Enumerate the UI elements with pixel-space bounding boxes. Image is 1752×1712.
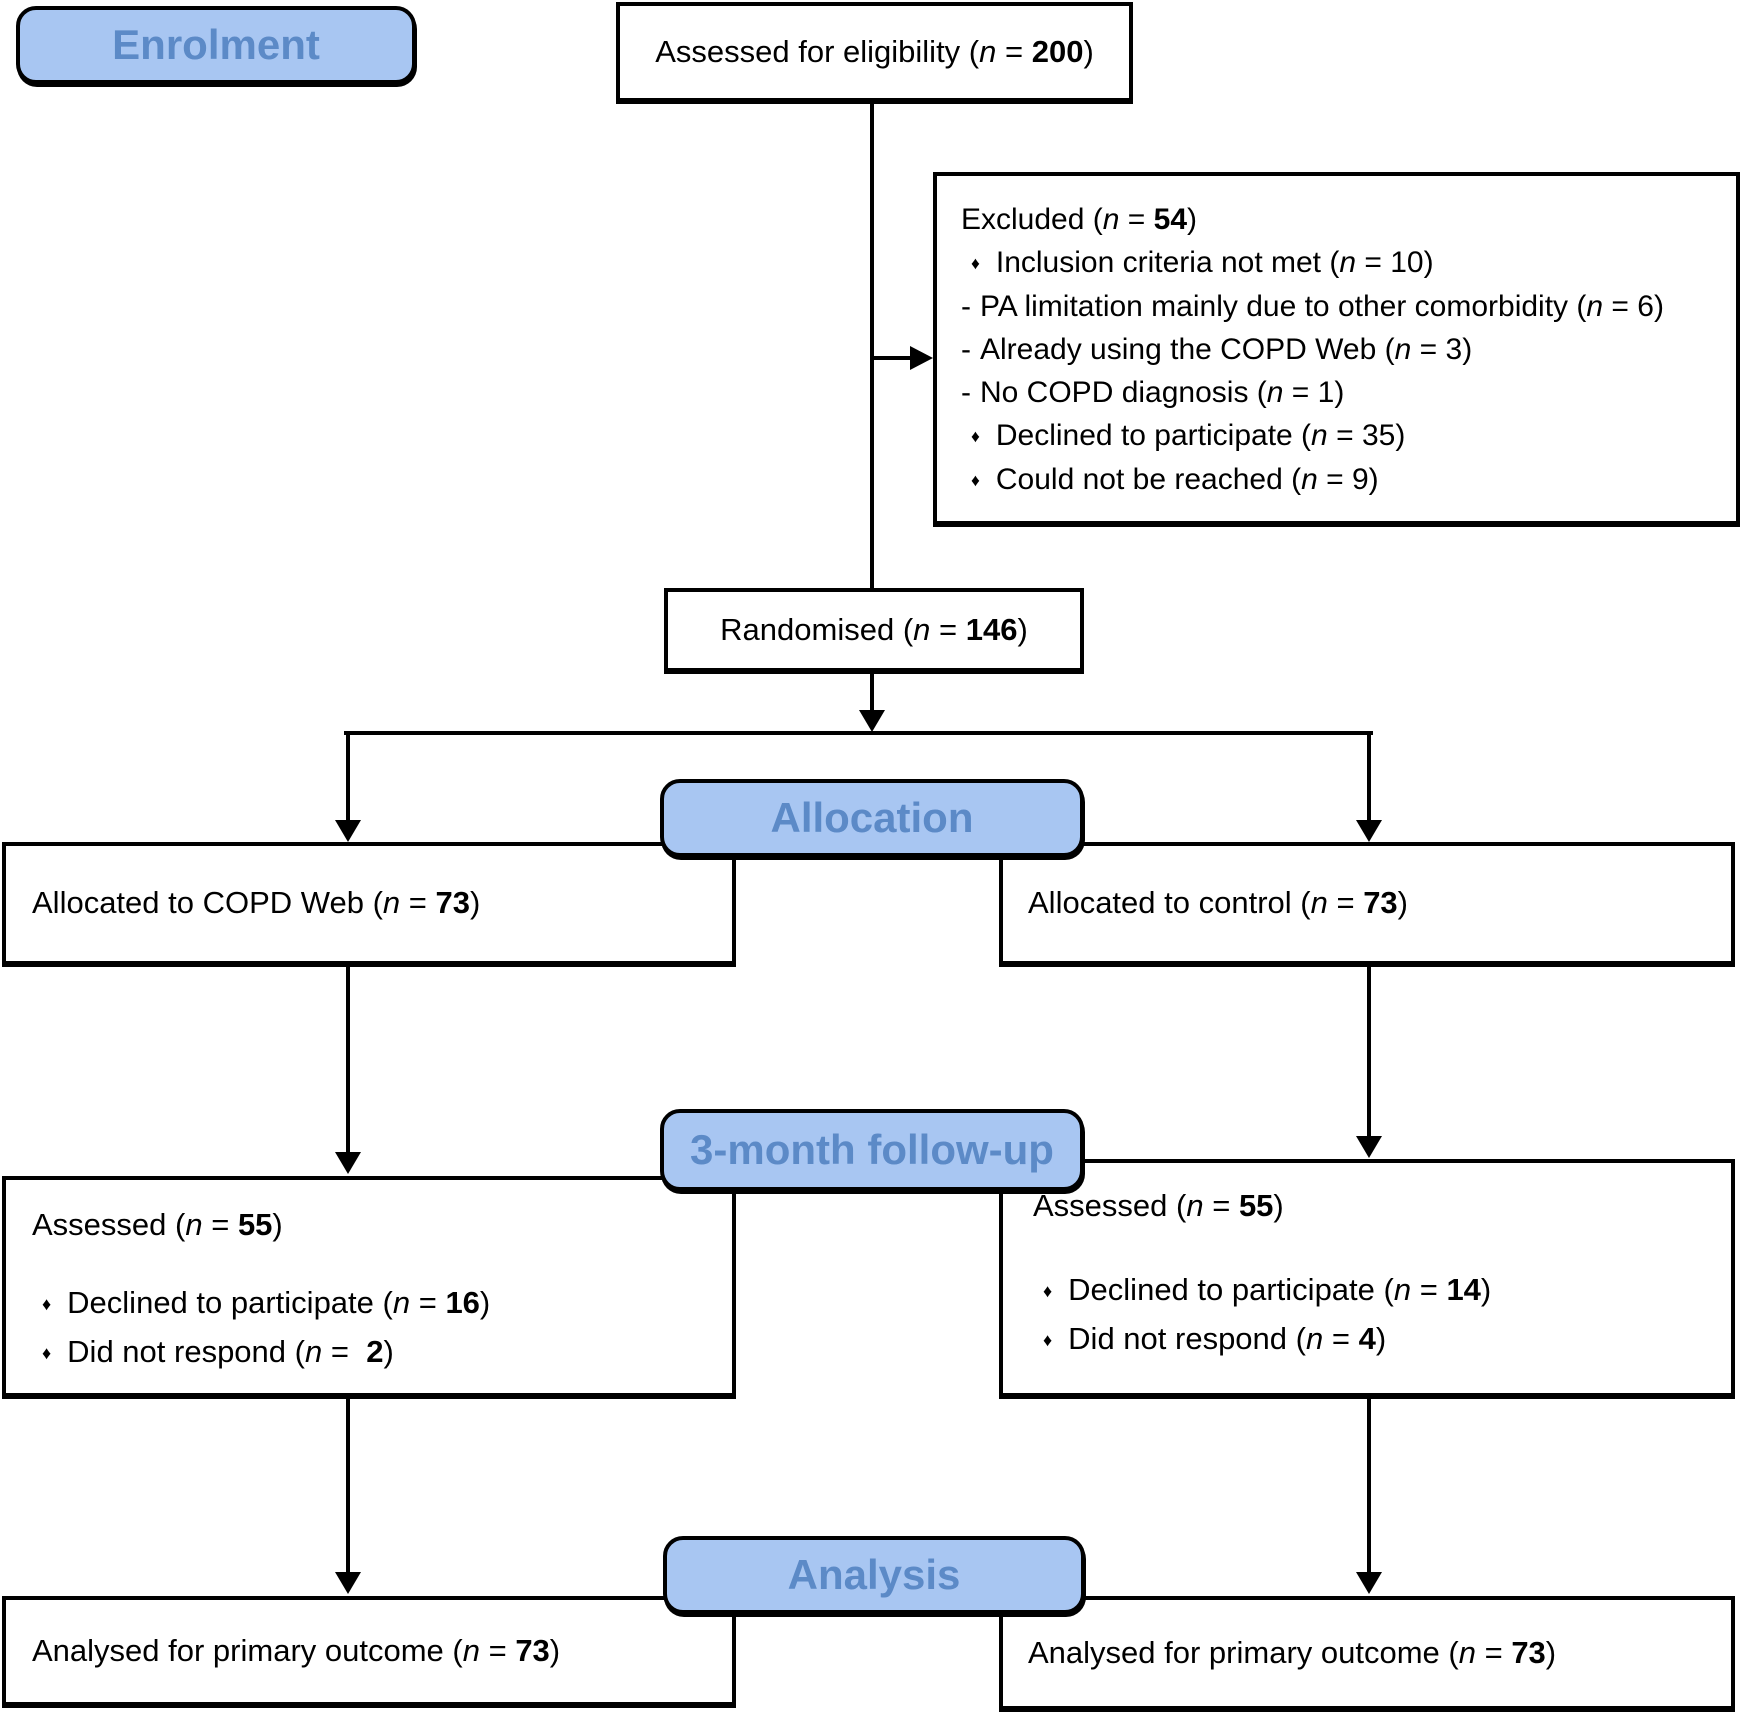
connector-eligibility-to-randomised	[870, 102, 874, 588]
arrowhead-fu-control-icon	[1356, 1136, 1382, 1158]
connector-split-bar	[344, 731, 1373, 735]
diamond-bullet-icon: ♦	[971, 470, 980, 490]
fu-web-item: ♦Declined to participate (n = 16)	[42, 1284, 491, 1320]
alloc-control-label: Allocated to control (n = 73)	[1028, 885, 1408, 921]
diamond-bullet-icon: ♦	[42, 1342, 52, 1363]
alloc-web-box: Allocated to COPD Web (n = 73)	[2, 842, 736, 965]
diamond-bullet-icon: ♦	[971, 426, 980, 446]
arrowhead-analysed-web-icon	[335, 1572, 361, 1594]
eligibility-label: Assessed for eligibility (n = 200)	[655, 33, 1094, 69]
connector-right-to-analysis	[1367, 1397, 1371, 1573]
diamond-bullet-icon: ♦	[971, 253, 980, 273]
allocation-badge-label: Allocation	[770, 794, 974, 841]
arrowhead-alloc-web-icon	[335, 820, 361, 842]
fu-control-box: Assessed (n = 55) ♦Declined to participa…	[999, 1159, 1735, 1397]
arrowhead-alloc-control-icon	[1356, 820, 1382, 842]
connector-right-to-followup	[1367, 965, 1371, 1137]
excluded-title: Excluded (n = 54)	[961, 203, 1198, 236]
allocation-badge: Allocation	[660, 779, 1084, 857]
excluded-box: Excluded (n = 54) ♦Inclusion criteria no…	[933, 172, 1740, 525]
excluded-item: -No COPD diagnosis (n = 1)	[961, 376, 1345, 409]
alloc-control-box: Allocated to control (n = 73)	[999, 842, 1735, 965]
connector-left-to-followup	[346, 965, 350, 1153]
fu-web-item: ♦Did not respond (n = 2)	[42, 1333, 394, 1369]
enrolment-badge: Enrolment	[16, 6, 416, 84]
enrolment-badge-label: Enrolment	[112, 21, 320, 68]
connector-left-to-allocation	[346, 731, 350, 821]
followup-badge: 3-month follow-up	[660, 1109, 1084, 1191]
excluded-item: ♦Inclusion criteria not met (n = 10)	[971, 246, 1434, 279]
diamond-bullet-icon: ♦	[42, 1293, 52, 1314]
connector-right-to-allocation	[1367, 731, 1371, 821]
fu-control-item: ♦Declined to participate (n = 14)	[1043, 1271, 1492, 1307]
excluded-item: -Already using the COPD Web (n = 3)	[961, 333, 1473, 366]
arrowhead-fu-web-icon	[335, 1152, 361, 1174]
connector-left-to-analysis	[346, 1397, 350, 1573]
analysed-web-label: Analysed for primary outcome (n = 73)	[32, 1632, 561, 1668]
randomised-box: Randomised (n = 146)	[664, 588, 1084, 672]
dash-bullet-icon: -	[961, 333, 971, 366]
analysed-web-box: Analysed for primary outcome (n = 73)	[2, 1596, 736, 1706]
excluded-item: ♦Declined to participate (n = 35)	[971, 419, 1406, 452]
diamond-bullet-icon: ♦	[1043, 1280, 1053, 1301]
fu-web-box: Assessed (n = 55) ♦Declined to participa…	[2, 1176, 736, 1397]
dash-bullet-icon: -	[961, 290, 971, 323]
followup-badge-label: 3-month follow-up	[690, 1126, 1054, 1173]
connector-to-excluded	[872, 356, 912, 360]
arrowhead-split-icon	[859, 710, 885, 732]
excluded-item: ♦Could not be reached (n = 9)	[971, 463, 1379, 496]
analysed-control-box: Analysed for primary outcome (n = 73)	[999, 1596, 1735, 1710]
analysis-badge: Analysis	[663, 1536, 1085, 1614]
excluded-item: -PA limitation mainly due to other comor…	[961, 290, 1664, 323]
fu-control-item: ♦Did not respond (n = 4)	[1043, 1320, 1387, 1356]
diamond-bullet-icon: ♦	[1043, 1329, 1053, 1350]
alloc-web-label: Allocated to COPD Web (n = 73)	[32, 885, 481, 921]
fu-control-title: Assessed (n = 55)	[1033, 1188, 1284, 1223]
fu-web-title: Assessed (n = 55)	[32, 1207, 283, 1242]
arrowhead-excluded-icon	[910, 346, 933, 370]
dash-bullet-icon: -	[961, 376, 971, 409]
arrowhead-analysed-control-icon	[1356, 1572, 1382, 1594]
randomised-label: Randomised (n = 146)	[720, 611, 1028, 647]
eligibility-box: Assessed for eligibility (n = 200)	[616, 2, 1133, 102]
analysed-control-label: Analysed for primary outcome (n = 73)	[1028, 1634, 1557, 1670]
analysis-badge-label: Analysis	[787, 1551, 961, 1598]
connector-randomised-exit	[870, 672, 874, 712]
